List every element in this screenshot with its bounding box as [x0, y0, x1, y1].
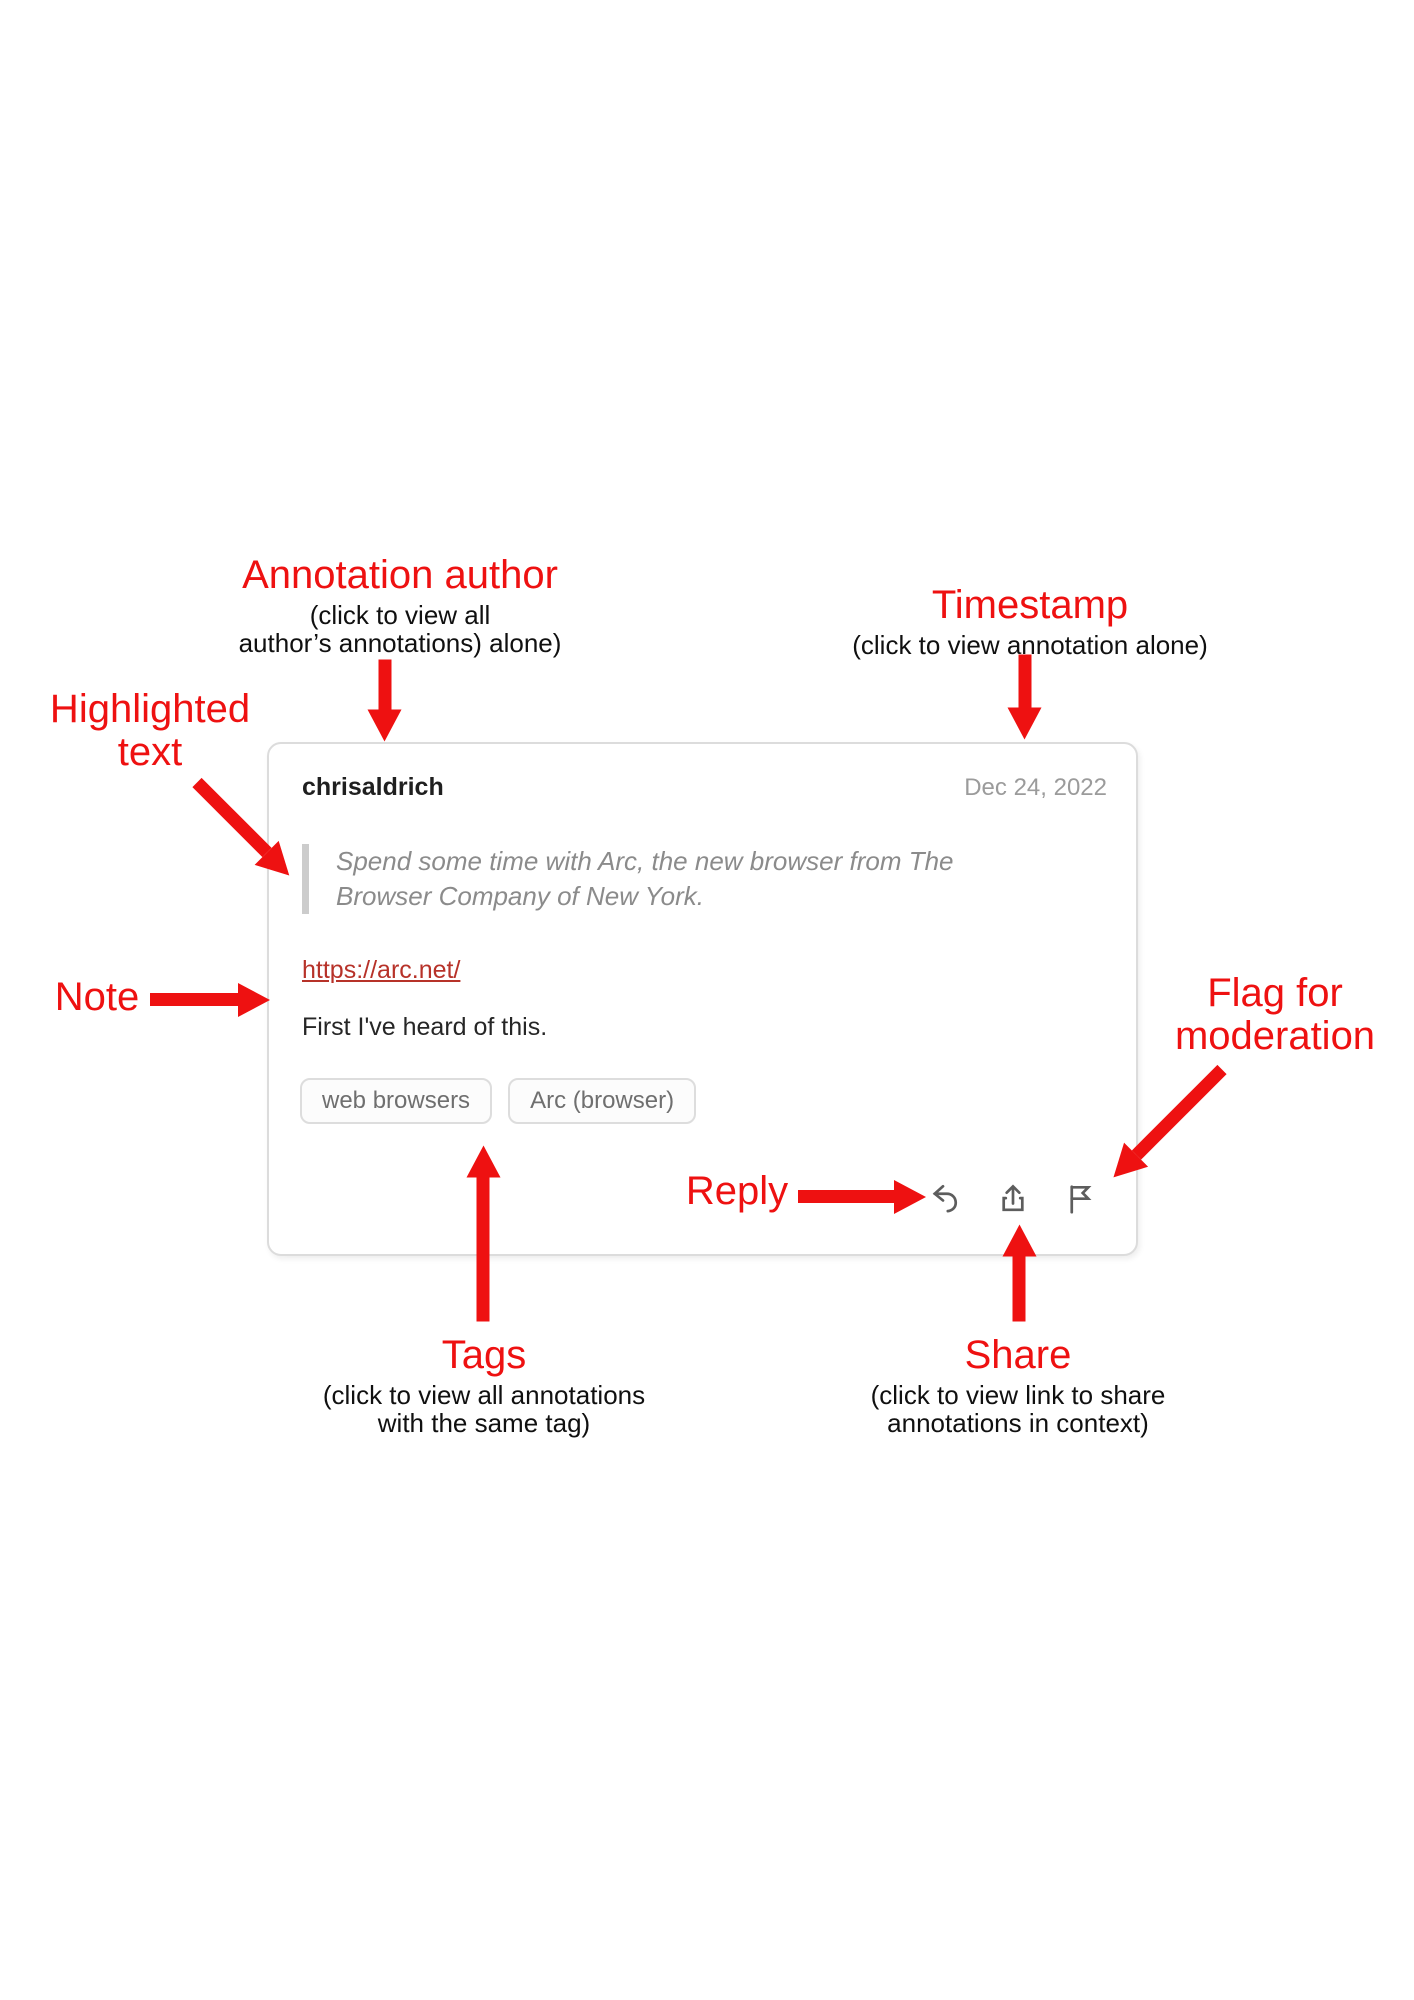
author-arrow [378, 659, 392, 710]
tags-callout-title: Tags [441, 1333, 527, 1377]
reply-icon[interactable] [928, 1181, 964, 1217]
note-callout-title: Note [54, 975, 140, 1019]
share-callout: Share (click to view link to share annot… [870, 1333, 1166, 1438]
author-callout: Annotation author (click to view all aut… [238, 553, 562, 658]
timestamp-arrow [1018, 654, 1032, 708]
highlighted-text-callout-title: Highlighted text [49, 687, 251, 775]
note-callout: Note [54, 975, 140, 1019]
share-icon[interactable] [995, 1181, 1031, 1217]
tags-callout-caption: (click to view all annotations with the … [322, 1380, 646, 1438]
tags-arrow [476, 1177, 490, 1322]
reply-arrow [798, 1190, 894, 1203]
highlighted-text-callout: Highlighted text [49, 687, 251, 775]
tag-web-browsers[interactable]: web browsers [300, 1078, 493, 1124]
annotation-source-link[interactable]: https://arc.net/ [302, 956, 461, 984]
flag-callout: Flag for moderation [1174, 971, 1376, 1059]
timestamp-callout-caption: (click to view annotation alone) [852, 630, 1208, 661]
author-callout-caption: (click to view all author’s annotations)… [238, 600, 562, 658]
annotation-card: chrisaldrich Dec 24, 2022 Spend some tim… [267, 742, 1138, 1256]
reply-callout: Reply [685, 1169, 789, 1213]
timestamp-callout: Timestamp (click to view annotation alon… [852, 583, 1208, 661]
share-arrow [1012, 1256, 1026, 1322]
highlighted-text-arrow [192, 777, 272, 858]
author-callout-title: Annotation author [242, 553, 558, 597]
flag-callout-title: Flag for moderation [1174, 971, 1376, 1059]
annotation-tags: web browsers Arc (browser) [300, 1078, 697, 1124]
annotation-actions [928, 1181, 1098, 1217]
timestamp-callout-title: Timestamp [931, 583, 1129, 627]
annotation-note: First I've heard of this. [302, 1013, 548, 1041]
highlighted-text-quote: Spend some time with Arc, the new browse… [302, 844, 1022, 914]
share-callout-caption: (click to view link to share annotations… [870, 1380, 1166, 1438]
share-callout-title: Share [964, 1333, 1072, 1377]
reply-callout-title: Reply [685, 1169, 789, 1213]
tags-callout: Tags (click to view all annotations with… [322, 1333, 646, 1438]
annotation-author[interactable]: chrisaldrich [302, 773, 444, 801]
flag-icon[interactable] [1062, 1181, 1098, 1217]
note-arrow [150, 993, 238, 1006]
flag-arrow [1131, 1064, 1227, 1160]
tag-arc-browser[interactable]: Arc (browser) [508, 1078, 697, 1124]
annotation-timestamp[interactable]: Dec 24, 2022 [964, 774, 1107, 801]
